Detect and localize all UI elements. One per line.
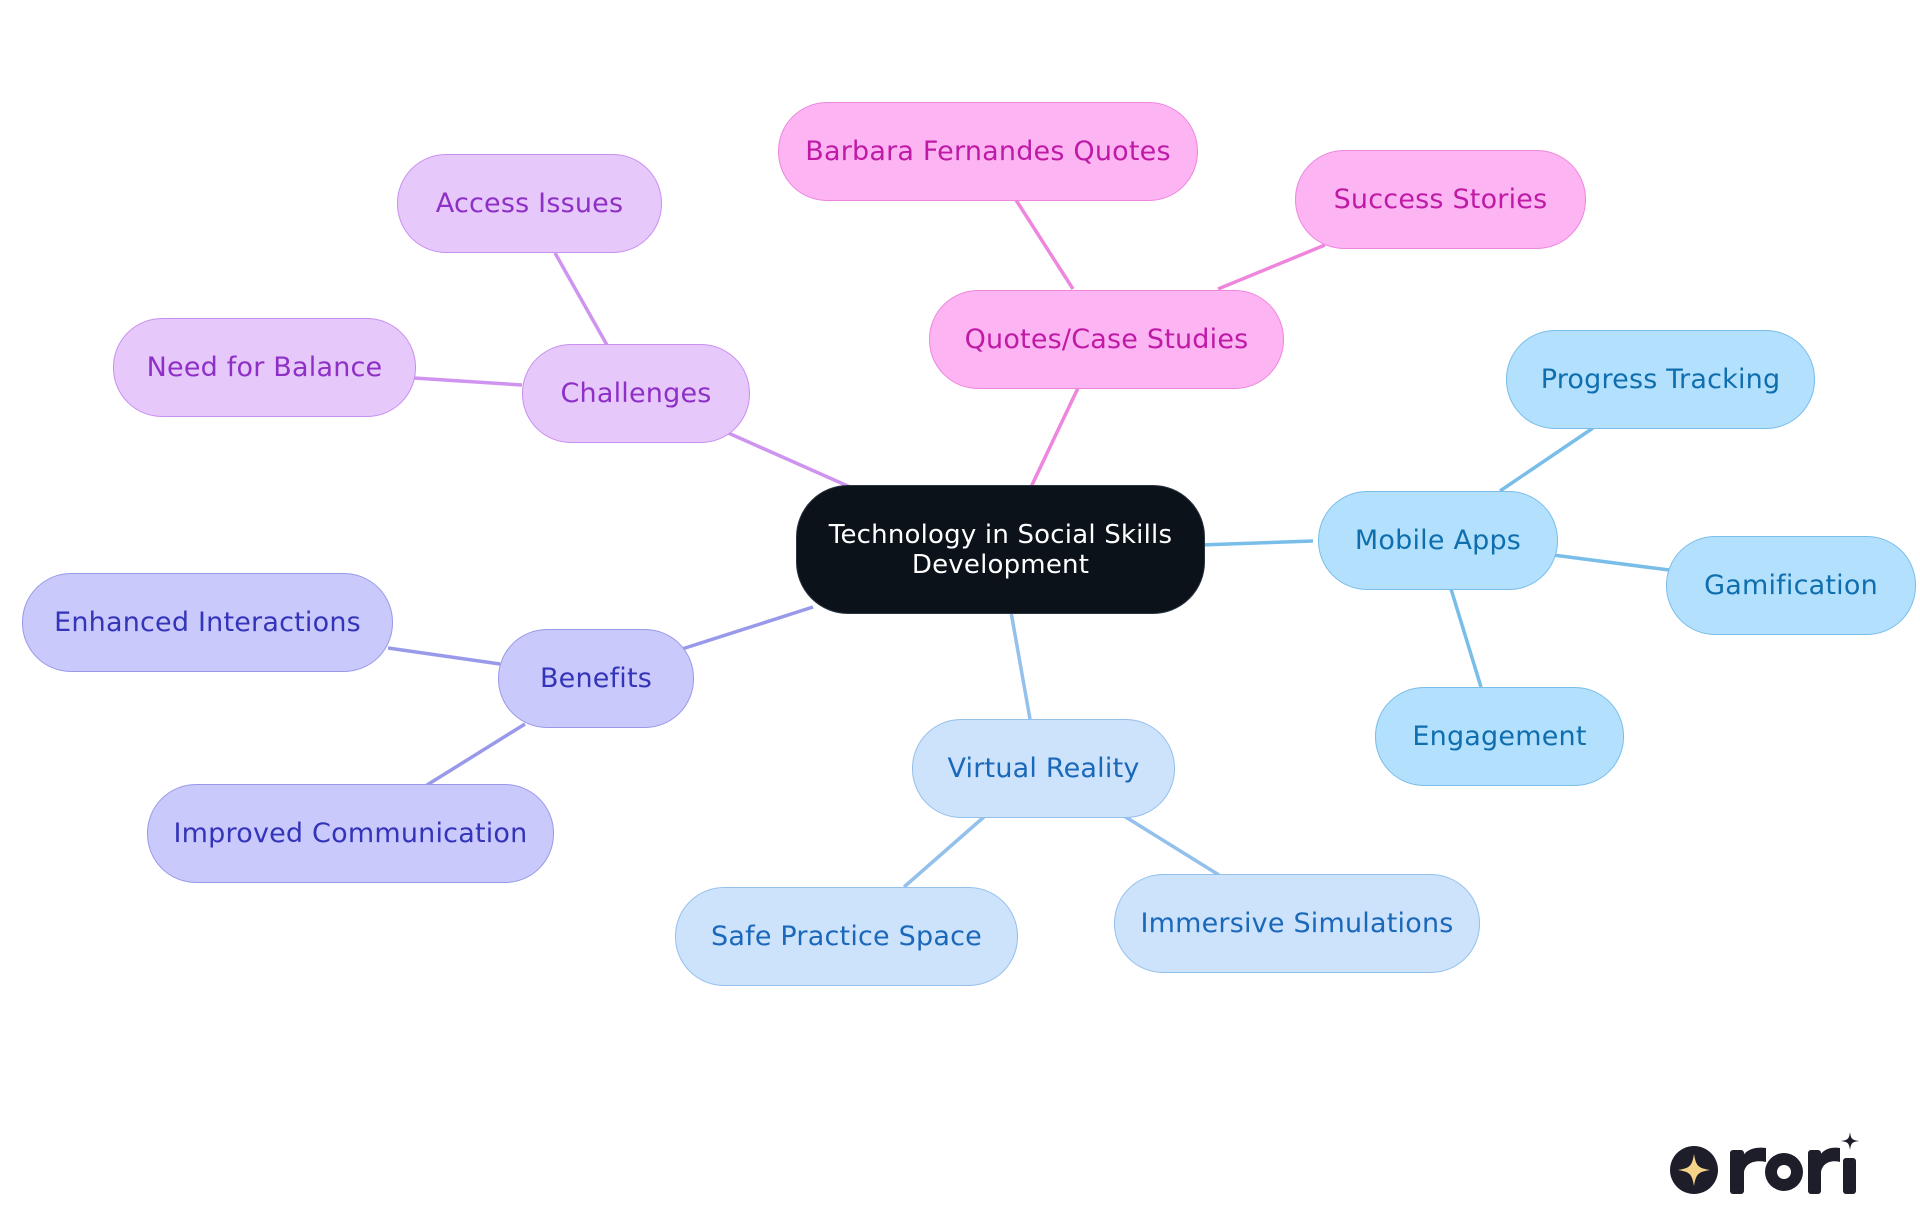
node-benefits[interactable]: Benefits — [498, 629, 694, 728]
edge-center-benefits — [681, 605, 814, 651]
edge-mobile-progress — [1499, 426, 1594, 493]
edge-challenges-access — [553, 252, 609, 346]
node-access-issues-label: Access Issues — [435, 188, 624, 219]
edge-vr-safe — [902, 814, 987, 889]
node-enhanced-interactions[interactable]: Enhanced Interactions — [22, 573, 393, 672]
sparkle-icon — [1670, 1146, 1718, 1194]
node-need-for-balance[interactable]: Need for Balance — [113, 318, 416, 417]
edge-quotes-barbara — [1014, 199, 1075, 290]
node-engagement[interactable]: Engagement — [1375, 687, 1624, 786]
edge-mobile-gamification — [1552, 553, 1670, 572]
center-node[interactable]: Technology in Social Skills Development — [796, 485, 1205, 614]
node-progress-tracking-label: Progress Tracking — [1540, 364, 1781, 395]
node-access-issues[interactable]: Access Issues — [397, 154, 662, 253]
rori-logo — [1670, 1132, 1859, 1194]
edge-benefits-improved — [426, 722, 526, 787]
node-safe-practice-space[interactable]: Safe Practice Space — [675, 887, 1018, 986]
center-node-line1: Technology in Social Skills — [828, 519, 1173, 550]
edge-center-challenges — [725, 430, 851, 489]
center-node-line2: Development — [911, 549, 1090, 580]
node-progress-tracking[interactable]: Progress Tracking — [1506, 330, 1815, 429]
node-mobile-apps[interactable]: Mobile Apps — [1318, 491, 1558, 590]
node-immersive-simulations-label: Immersive Simulations — [1140, 908, 1454, 939]
node-quotes-label: Quotes/Case Studies — [964, 324, 1249, 355]
node-success-stories-label: Success Stories — [1333, 184, 1548, 215]
node-virtual-reality[interactable]: Virtual Reality — [912, 719, 1175, 818]
node-success-stories[interactable]: Success Stories — [1295, 150, 1586, 249]
edge-center-quotes — [1029, 387, 1080, 488]
edge-mobile-engagement — [1449, 588, 1483, 688]
node-improved-communication-label: Improved Communication — [173, 818, 528, 849]
node-engagement-label: Engagement — [1412, 721, 1587, 752]
node-benefits-label: Benefits — [539, 663, 653, 694]
edge-challenges-balance — [413, 376, 523, 387]
node-virtual-reality-label: Virtual Reality — [947, 753, 1140, 784]
edge-center-vr — [1009, 611, 1032, 720]
node-mobile-apps-label: Mobile Apps — [1354, 525, 1522, 556]
node-challenges-label: Challenges — [560, 378, 712, 409]
node-enhanced-interactions-label: Enhanced Interactions — [54, 607, 361, 638]
node-barbara-quotes-label: Barbara Fernandes Quotes — [805, 136, 1171, 167]
edge-benefits-enhanced — [387, 646, 501, 666]
node-challenges[interactable]: Challenges — [522, 344, 750, 443]
logo-wordmark — [1730, 1132, 1859, 1194]
node-quotes-case-studies[interactable]: Quotes/Case Studies — [929, 290, 1284, 389]
edge-center-mobile — [1199, 539, 1314, 547]
node-immersive-simulations[interactable]: Immersive Simulations — [1114, 874, 1480, 973]
node-need-for-balance-label: Need for Balance — [146, 352, 383, 383]
node-gamification[interactable]: Gamification — [1666, 536, 1916, 635]
edge-quotes-success — [1217, 243, 1326, 291]
node-improved-communication[interactable]: Improved Communication — [147, 784, 554, 883]
edge-vr-immersive — [1123, 814, 1220, 877]
node-safe-practice-space-label: Safe Practice Space — [711, 921, 982, 952]
node-gamification-label: Gamification — [1704, 570, 1878, 601]
node-barbara-quotes[interactable]: Barbara Fernandes Quotes — [778, 102, 1198, 201]
